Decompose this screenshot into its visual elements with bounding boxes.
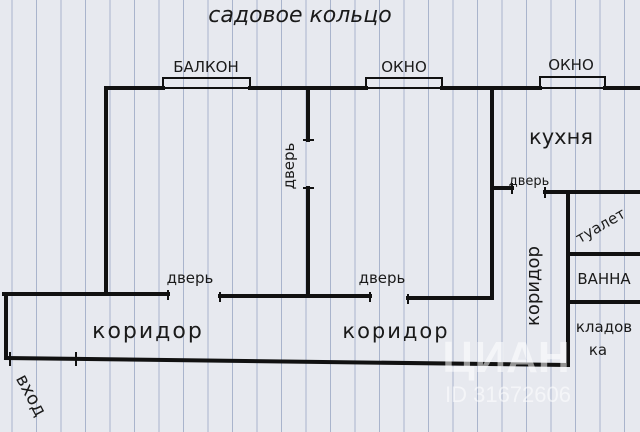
balcony-opening [162, 77, 251, 89]
left-room-door-label: дверь [167, 269, 214, 287]
corridor-middle-label: коридор [342, 319, 449, 343]
window-opening-2 [539, 76, 606, 89]
balcony-label: БАЛКОН [173, 58, 239, 76]
watermark-id: ID 31672606 [445, 382, 571, 407]
corridor-left-label: коридор [92, 319, 204, 344]
inner-door-label: дверь [280, 143, 298, 190]
street-name: садовое кольцо [208, 3, 391, 28]
storage-label-line1: кладов [576, 318, 632, 336]
middle-room-door-label: дверь [359, 269, 406, 287]
bath-label: ВАННА [577, 270, 631, 288]
outer-walls [2, 86, 640, 368]
kitchen-door-label: дверь [509, 174, 550, 189]
corridor-right-label: коридор [523, 246, 544, 326]
door-marks [9, 139, 546, 366]
window-label-1: ОКНО [381, 58, 427, 76]
window-openings [162, 76, 606, 89]
kitchen-label: кухня [529, 125, 593, 149]
window-opening-1 [365, 77, 443, 89]
watermark-logo: ЦИАН [442, 333, 569, 382]
storage-label-line2: ка [589, 341, 607, 359]
window-label-2: ОКНО [548, 56, 594, 74]
